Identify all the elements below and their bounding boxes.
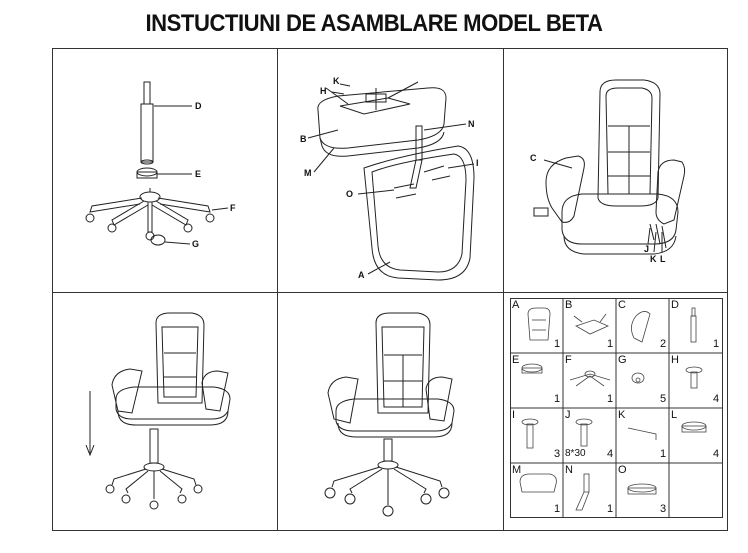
part-k-qty: 1: [660, 448, 667, 460]
label-a: A: [358, 270, 365, 280]
label-l: L: [660, 254, 666, 264]
label-m: M: [304, 168, 312, 178]
step2-seat-backrest-assembly: K H B M N I O A: [300, 76, 479, 281]
part-i-qty: 3: [554, 448, 561, 460]
parts-grid: [510, 298, 723, 518]
page-title: INSTUCTIUNI DE ASAMBLARE MODEL BETA: [145, 10, 603, 37]
part-e-letter: E: [512, 354, 520, 366]
part-l-qty: 4: [713, 448, 720, 460]
part-b-qty: 1: [607, 338, 614, 350]
part-j-qty: 4: [607, 448, 614, 460]
part-o-qty: 3: [660, 503, 667, 515]
grid-divider: [52, 292, 728, 293]
part-f-letter: F: [565, 354, 572, 366]
grid-divider: [503, 48, 504, 531]
label-k: K: [333, 76, 340, 86]
part-a-letter: A: [512, 299, 520, 311]
label-i: I: [476, 158, 479, 168]
label-g: G: [192, 239, 199, 249]
part-n-letter: N: [565, 464, 573, 476]
step4-attach-base: [85, 312, 231, 510]
part-j-letter: J: [565, 409, 571, 421]
part-c-qty: 2: [660, 338, 667, 350]
part-e-qty: 1: [554, 393, 561, 405]
label-b: B: [300, 134, 307, 144]
part-b-letter: B: [565, 299, 573, 311]
part-j-note: 8*30: [565, 448, 586, 459]
part-h-letter: H: [671, 354, 679, 366]
parts-list: A 1 B 1 C 2 D 1 E 1 F 1 G 5 H 4 I 3 J 8*…: [510, 298, 723, 518]
part-a-qty: 1: [554, 338, 561, 350]
part-g-qty: 5: [660, 393, 667, 405]
label-h: H: [320, 86, 327, 96]
label-d: D: [195, 101, 202, 111]
label-e: E: [195, 169, 201, 179]
label-j: J: [644, 244, 649, 254]
part-o-letter: O: [618, 464, 627, 476]
step5-finished-chair: [324, 312, 455, 517]
part-d-qty: 1: [713, 338, 720, 350]
part-n-qty: 1: [607, 503, 614, 515]
instructions-grid: [52, 48, 728, 531]
part-m-qty: 1: [554, 503, 561, 515]
step1-base-assembly: D E F G: [85, 81, 236, 249]
part-l-letter: L: [671, 409, 678, 421]
parts-text-layer: A 1 B 1 C 2 D 1 E 1 F 1 G 5 H 4 I 3 J 8*…: [510, 298, 723, 518]
label-n: N: [468, 119, 475, 129]
step3-armrest-assembly: C J K L: [530, 79, 686, 264]
part-i-letter: I: [512, 409, 516, 421]
part-k-letter: K: [618, 409, 626, 421]
part-h-qty: 4: [713, 393, 720, 405]
part-f-qty: 1: [607, 393, 614, 405]
grid-divider: [277, 48, 278, 531]
part-m-letter: M: [512, 464, 522, 476]
part-d-letter: D: [671, 299, 679, 311]
part-g-letter: G: [618, 354, 627, 366]
label-c: C: [530, 153, 537, 163]
label-o: O: [346, 189, 353, 199]
label-k: K: [650, 254, 657, 264]
label-f: F: [230, 203, 236, 213]
part-c-letter: C: [618, 299, 626, 311]
